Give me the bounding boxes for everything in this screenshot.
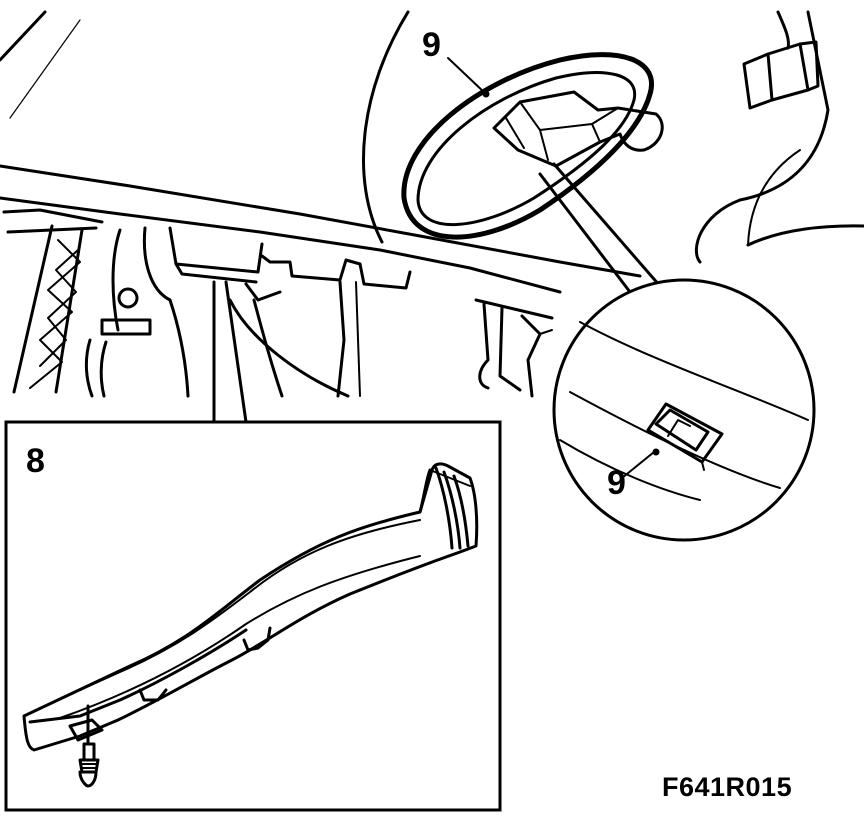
air-duct-8 xyxy=(22,462,479,788)
dashboard-underside xyxy=(0,10,864,398)
figure-code: F641R015 xyxy=(662,772,793,802)
inset-frame-8 xyxy=(4,280,502,812)
part-callout-9-main: 9 xyxy=(422,26,441,64)
part-callout-8: 8 xyxy=(26,442,45,480)
detail-callout xyxy=(538,162,816,542)
part-callout-9-detail: 9 xyxy=(607,464,626,502)
vent-outlet-9 xyxy=(401,52,664,240)
leader-9-main xyxy=(447,57,487,95)
leader-9-main-dot xyxy=(482,90,490,98)
